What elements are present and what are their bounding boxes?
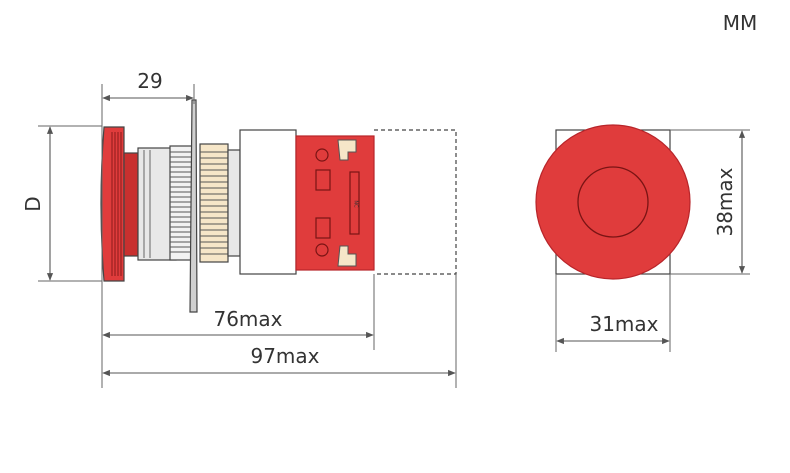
dim-label-29: 29 (137, 69, 162, 93)
thread-lines (170, 151, 194, 253)
mushroom-face (535, 124, 691, 280)
center-ring (577, 166, 649, 238)
terminal-top (337, 139, 357, 161)
front-view: 38max 31max (535, 124, 750, 352)
contact-text: NC (353, 200, 359, 208)
nut-collar (227, 149, 241, 257)
head-knurling (111, 132, 122, 276)
locking-nut (199, 143, 229, 263)
dim-label-38max: 38max (713, 167, 737, 236)
dim-label-97max: 97max (250, 344, 319, 368)
screw-hole-top (315, 148, 329, 162)
terminal-bottom (337, 245, 357, 267)
adapter-box (239, 129, 297, 275)
mushroom-head (100, 126, 139, 282)
nut-lines (200, 151, 228, 255)
dim-label-diameter: D (21, 196, 45, 211)
side-view: NC 29 D 76max 97max (21, 69, 457, 388)
contact-block: NC (295, 135, 375, 271)
dim-label-76max: 76max (213, 307, 282, 331)
optional-block-outline (374, 129, 457, 275)
mounting-panel (189, 99, 198, 313)
unit-label: MM (723, 11, 758, 35)
dim-label-31max: 31max (589, 312, 658, 336)
screw-hole-bottom (315, 243, 329, 257)
body-ribs (143, 150, 151, 258)
